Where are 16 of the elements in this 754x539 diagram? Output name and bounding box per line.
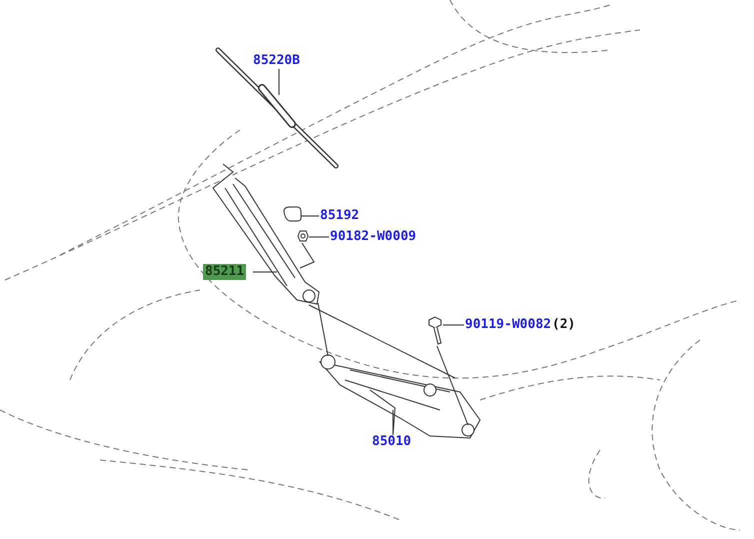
assembly-line [308,304,456,378]
assembly-line [300,242,315,268]
part-number: 85192 [320,208,360,224]
quantity-label: (2) [552,317,576,333]
assembly-line [318,302,328,356]
part-number: 85220B [253,53,300,69]
part-number: 90182-W0009 [330,229,416,245]
leader-line [278,68,280,96]
leader-line [308,236,330,238]
wiper-cap-drawing [282,206,302,222]
leader-line [442,324,464,326]
leader-line [392,410,394,434]
part-number: 85211 [203,264,246,280]
part-number: 90119-W0082 [465,317,552,333]
assembly-line [436,346,468,426]
part-number: 85010 [372,434,412,450]
